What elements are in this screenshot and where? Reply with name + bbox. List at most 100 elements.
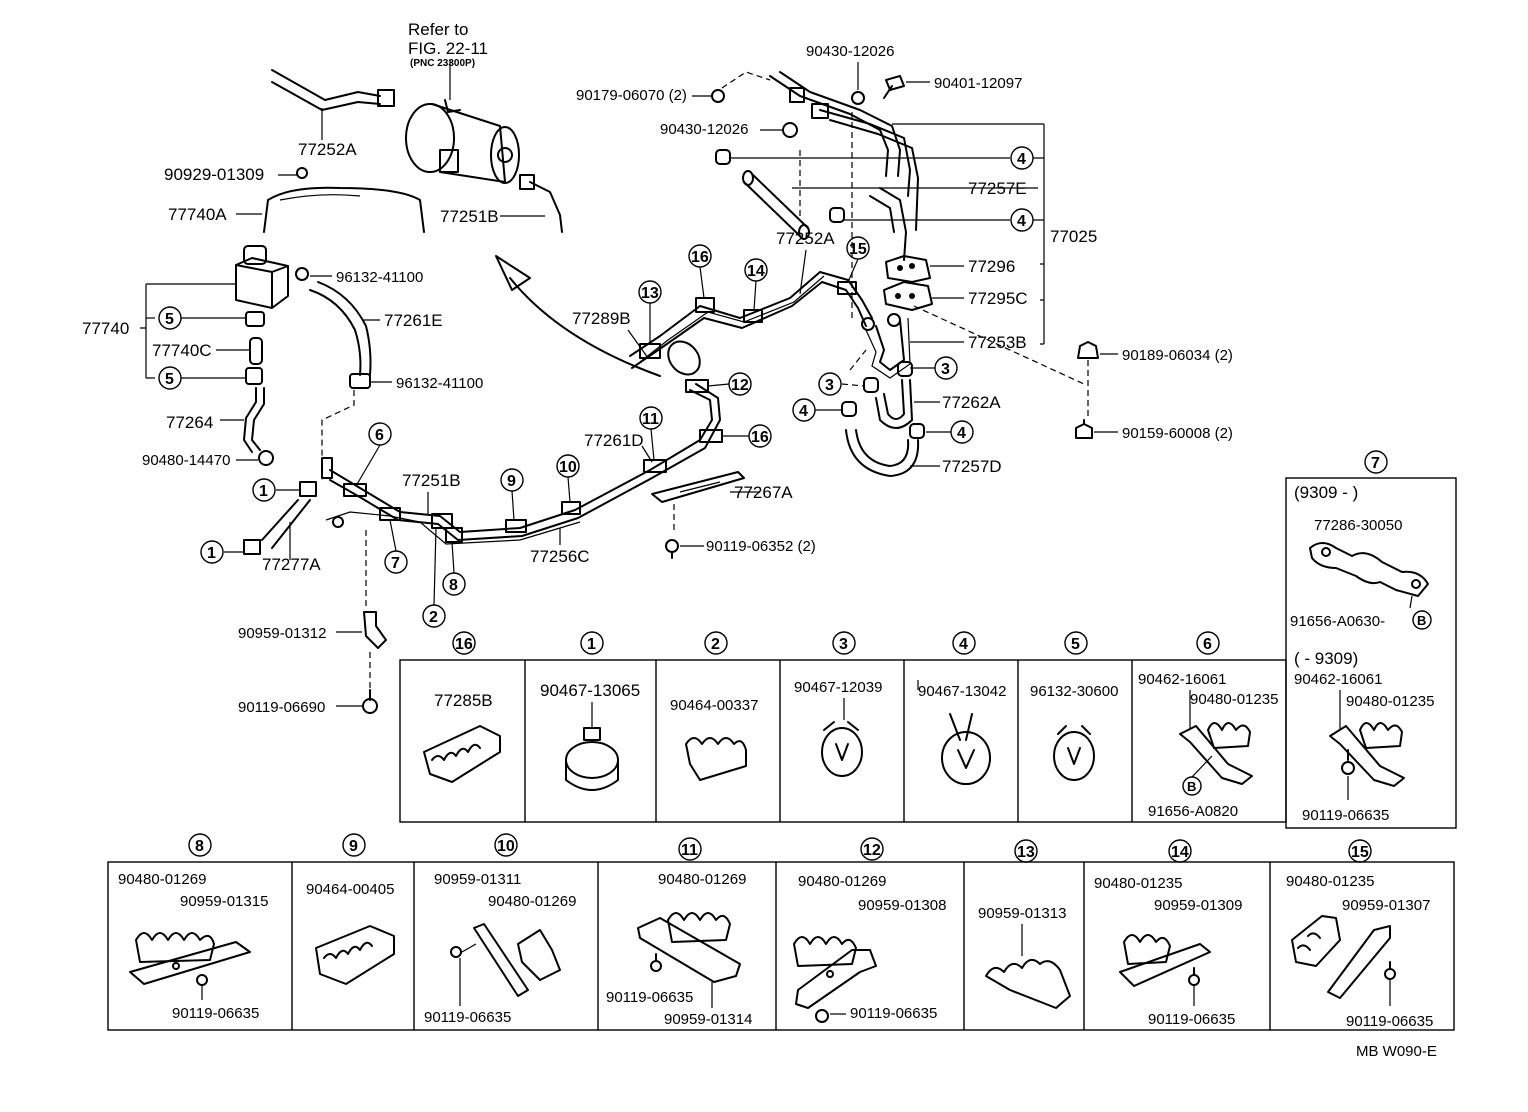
- bracket-90959-01312: [363, 611, 387, 649]
- reservoir-tank: [235, 245, 289, 309]
- label-77253b: 77253B: [968, 333, 1027, 352]
- label-90959-01312: 90959-01312: [238, 625, 326, 642]
- box14-part-c: 90119-06635: [1148, 1011, 1235, 1028]
- bolt-c-icon: [883, 75, 905, 99]
- svg-text:15: 15: [1351, 844, 1369, 861]
- bracket-box14: [1119, 943, 1211, 987]
- box-callout-3: [832, 631, 856, 655]
- box11-part-c: 90959-01314: [664, 1011, 752, 1028]
- clip-f-icon: [897, 361, 913, 377]
- refer-figure-text: FIG. 22-11: [408, 39, 488, 58]
- box7-part-b: 91656-A0630-: [1290, 613, 1385, 630]
- clamp-box10: [517, 929, 561, 981]
- clamp-box7: [1359, 722, 1403, 749]
- clamp-96132-30600: [1053, 725, 1095, 781]
- pipe-clip-15: [837, 281, 857, 295]
- svg-text:5: 5: [165, 311, 174, 328]
- label-90430-b: 90430-12026: [660, 121, 748, 138]
- hose-77257d: [845, 429, 920, 477]
- svg-text:14: 14: [1171, 844, 1189, 861]
- clamp-icon: [295, 267, 309, 281]
- box6-part-b: 90480-01235: [1190, 691, 1278, 708]
- hose-77264: [243, 387, 257, 453]
- box12-part-a: 90480-01269: [798, 873, 886, 890]
- bracket-90462-16061: [1179, 725, 1253, 785]
- svg-text:6: 6: [1203, 636, 1212, 653]
- box7-part-d: 90480-01235: [1346, 693, 1434, 710]
- label-90119-06690: 90119-06690: [238, 699, 325, 716]
- svg-text:3: 3: [839, 636, 848, 653]
- callout-3a: [818, 372, 842, 396]
- callout-1a: [252, 478, 276, 502]
- clip-e-icon: [863, 377, 879, 393]
- label-96132-b: 96132-41100: [396, 375, 483, 392]
- box15-part-a: 90480-01235: [1286, 873, 1374, 890]
- svg-text:11: 11: [681, 842, 698, 859]
- label-90159: 90159-60008 (2): [1122, 425, 1233, 442]
- pipe-clip-11: [643, 459, 667, 473]
- pipe-clip-2: [431, 513, 453, 529]
- svg-text:7: 7: [391, 555, 400, 572]
- box-callout-4: [952, 631, 976, 655]
- valve-77295c: [883, 281, 933, 311]
- svg-text:5: 5: [1071, 636, 1080, 653]
- clip-g-icon: [841, 401, 857, 417]
- box4-part: 90467-13042: [918, 683, 1006, 700]
- label-77740c: 77740C: [152, 341, 212, 360]
- clamp-box8: [135, 932, 215, 963]
- label-77267a: 77267A: [734, 483, 793, 502]
- box12-part-b: 90959-01308: [858, 897, 946, 914]
- svg-text:1: 1: [207, 545, 216, 562]
- svg-text:B: B: [1417, 613, 1426, 628]
- bracket-box15: [1327, 925, 1391, 999]
- box7-frame: [1285, 477, 1457, 829]
- box-callout-16: [452, 631, 476, 655]
- master-cylinder: [405, 99, 520, 184]
- tube-77257e: [743, 173, 809, 237]
- clip-small-b: [245, 367, 263, 385]
- svg-text:4: 4: [959, 636, 968, 653]
- bracket-box7: [1329, 725, 1405, 787]
- box-callout-11: [678, 837, 702, 861]
- box2-part: 90464-00337: [670, 697, 758, 714]
- clamp-77286-30050: [1309, 542, 1429, 597]
- label-90401: 90401-12097: [934, 75, 1022, 92]
- pipe-clip-10: [561, 501, 581, 515]
- label-77295c: 77295C: [968, 289, 1028, 308]
- callout-1b: [200, 540, 224, 564]
- svg-text:9: 9: [507, 473, 516, 490]
- svg-text:B: B: [1187, 779, 1196, 794]
- svg-text:10: 10: [497, 838, 515, 855]
- hose-77262a: [875, 379, 913, 429]
- grommet-icon: [258, 450, 274, 466]
- washer-icon: [851, 91, 865, 105]
- box-callout-8: [188, 833, 212, 857]
- box15-part-c: 90119-06635: [1346, 1013, 1433, 1030]
- pipe-77251b-top: [529, 181, 563, 233]
- svg-text:1: 1: [587, 636, 596, 653]
- box6-part-c: 91656-A0820: [1148, 803, 1238, 820]
- clamp-90464-00337: [685, 737, 747, 781]
- box-callout-1: [580, 631, 604, 655]
- box-callout-15: [1348, 839, 1372, 863]
- box6-part-a: 90462-16061: [1138, 671, 1226, 688]
- hose-77253b: [875, 319, 905, 371]
- clamp-90467-13042: [941, 713, 991, 785]
- clamp-b-icon: [349, 373, 371, 389]
- box7-range-bottom: ( - 9309): [1294, 649, 1358, 668]
- box-callout-7: [1364, 450, 1388, 474]
- box-callout-6: [1196, 631, 1220, 655]
- hose-77277a: [261, 499, 311, 549]
- svg-text:10: 10: [559, 459, 577, 476]
- label-77261d: 77261D: [584, 431, 644, 450]
- label-77025: 77025: [1050, 227, 1097, 246]
- clamp-77285b: [423, 725, 501, 783]
- pipe-clip-8: [445, 527, 463, 543]
- pipe-clip-16a: [695, 297, 715, 313]
- box12-part-c: 90119-06635: [850, 1005, 937, 1022]
- pipe-clip-6: [343, 483, 367, 497]
- label-77256c: 77256C: [530, 547, 590, 566]
- box13-part: 90959-01313: [978, 905, 1066, 922]
- label-90929: 90929-01309: [164, 165, 264, 184]
- svg-text:15: 15: [849, 241, 867, 258]
